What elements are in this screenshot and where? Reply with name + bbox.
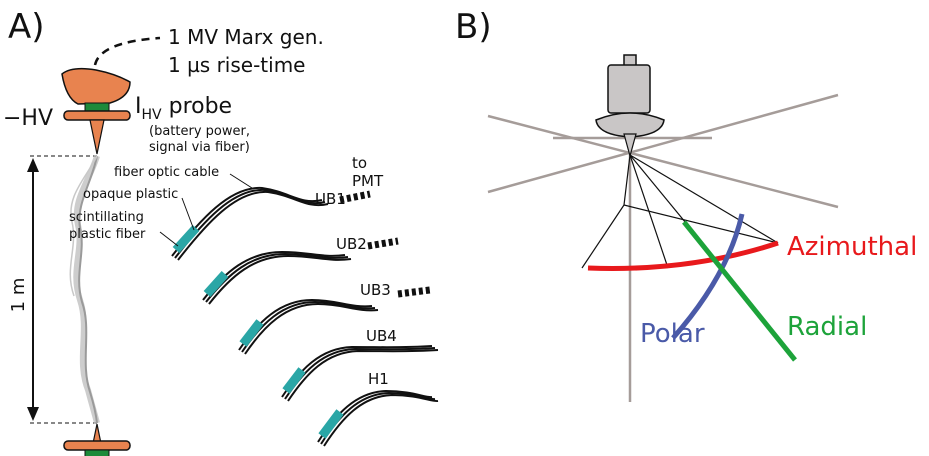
radial-label: Radial	[787, 312, 867, 342]
detector-ub3	[238, 286, 431, 355]
marx-line-2: 1 µs rise-time	[168, 53, 306, 77]
ground-axis-2	[487, 93, 839, 194]
fiber-cable-label: fiber optic cable	[114, 165, 219, 180]
hv-probe-body	[84, 102, 110, 112]
polar-arc	[671, 213, 745, 340]
length-label: 1 m	[8, 278, 29, 313]
length-arrow-head-bottom	[27, 407, 39, 421]
opaque-leader	[181, 197, 195, 231]
detector-label-ub1: UB1	[315, 190, 346, 208]
fiber-cable-leader	[229, 173, 253, 189]
detector-ub1	[171, 186, 371, 261]
scint-leader	[159, 231, 179, 247]
bottom-probe-body	[84, 449, 110, 456]
opaque-label: opaque plastic	[83, 187, 178, 202]
length-arrow-head-top	[27, 158, 39, 172]
probe-label: IHV probe	[135, 94, 232, 123]
panel-b-label: B)	[455, 7, 492, 47]
probe-note-2: signal via fiber)	[149, 140, 250, 155]
probe-label-sub: HV	[142, 107, 163, 123]
probe-label-main: I	[135, 94, 142, 119]
azimuthal-label: Azimuthal	[787, 232, 917, 262]
hv-label: −HV	[3, 106, 53, 131]
azimuthal-arc	[587, 240, 779, 271]
detector-ub4	[281, 345, 439, 402]
discharge-channel	[69, 155, 100, 424]
detector-label-ub4: UB4	[366, 327, 397, 345]
scint-label-1: scintillating	[69, 210, 144, 225]
probe-label-word: probe	[162, 94, 232, 119]
top-electrode-plate	[63, 110, 131, 121]
marx-line-1: 1 MV Marx gen.	[168, 25, 324, 49]
detector-label-ub2: UB2	[336, 235, 367, 253]
bottom-electrode-plate	[63, 440, 131, 451]
scint-label-2: plastic fiber	[69, 227, 146, 242]
detector-label-h1: H1	[368, 370, 389, 388]
detector-h1	[317, 389, 439, 447]
ground-axis-1	[487, 114, 839, 209]
camera-icon	[595, 54, 665, 159]
marx-cable-line	[93, 36, 161, 66]
polar-label: Polar	[640, 319, 705, 349]
to-pmt-label-2: PMT	[352, 172, 384, 190]
probe-note-1: (battery power,	[149, 124, 250, 139]
top-electrode-tip	[89, 119, 105, 155]
detector-ub2	[202, 237, 399, 305]
detector-label-ub3: UB3	[360, 281, 391, 299]
panel-a-label: A)	[8, 7, 45, 47]
marx-connector-cap	[61, 67, 131, 105]
to-pmt-label-1: to	[352, 154, 367, 172]
radial-line	[682, 220, 797, 362]
